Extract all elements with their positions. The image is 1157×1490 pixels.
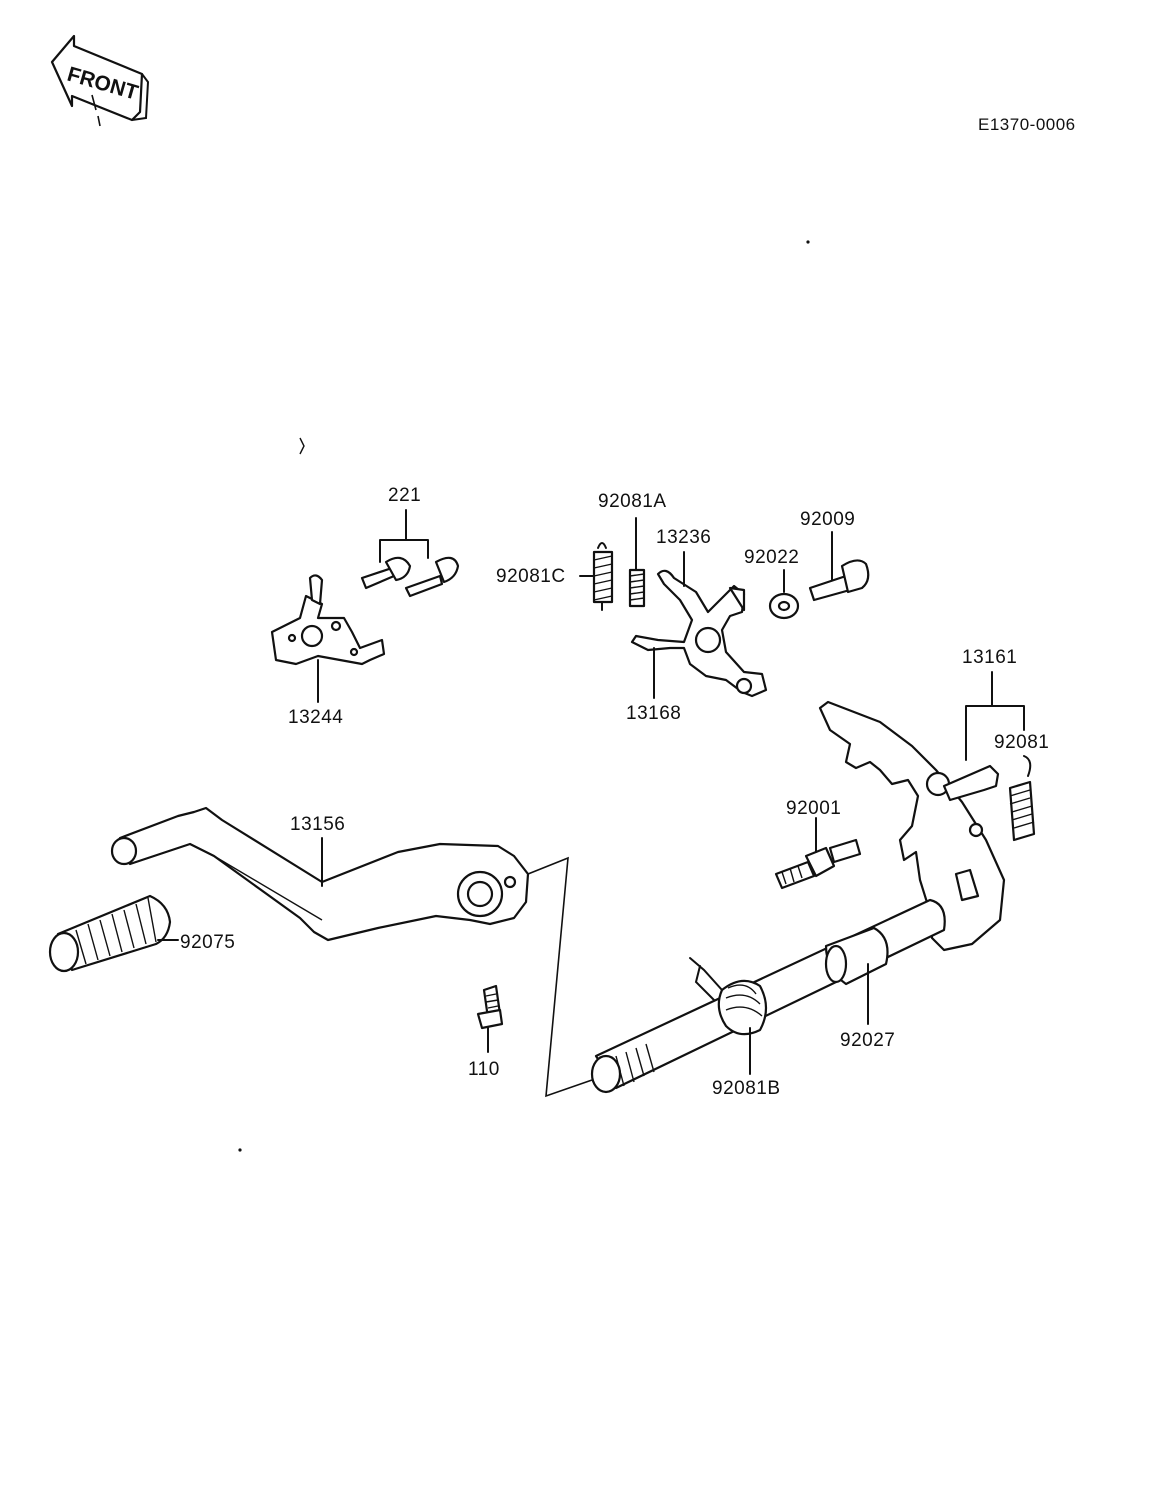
part-label-92081: 92081 (994, 732, 1050, 753)
front-arrow-icon: FRONT (50, 34, 150, 127)
screw-221-icon (360, 556, 460, 598)
part-label-92022: 92022 (744, 547, 800, 568)
bracket-13244-icon (270, 574, 386, 666)
washer-92022-icon (768, 592, 800, 620)
leader-13161 (965, 671, 1025, 761)
part-label-92009: 92009 (800, 509, 856, 530)
scan-dot (238, 1148, 242, 1152)
shift-pedal-13156-icon (110, 806, 530, 942)
part-label-13156: 13156 (290, 814, 346, 835)
alignment-line (527, 856, 593, 1098)
spring-92081C-icon (592, 542, 614, 611)
part-label-92001: 92001 (786, 798, 842, 819)
bolt-110-icon (476, 984, 504, 1030)
leader-221 (379, 509, 429, 563)
shift-plate-13161-icon (818, 700, 1006, 952)
spring-92081A-icon (628, 517, 646, 608)
part-label-221: 221 (388, 485, 422, 506)
shift-arm-13236-icon (630, 569, 768, 698)
part-label-13236: 13236 (656, 527, 712, 548)
part-label-13168: 13168 (626, 703, 682, 724)
part-label-13244: 13244 (288, 707, 344, 728)
diagram-code: E1370-0006 (978, 115, 1076, 134)
shift-shaft-icon (590, 898, 946, 1094)
scan-dot (806, 240, 810, 244)
part-label-92081B: 92081B (712, 1078, 781, 1099)
grip-92075-icon (48, 894, 172, 973)
part-label-92027: 92027 (840, 1030, 896, 1051)
part-label-92075: 92075 (180, 932, 236, 953)
spring-92081B-icon (689, 957, 768, 1036)
part-label-110: 110 (468, 1059, 500, 1080)
bolt-92009-icon (808, 559, 870, 602)
stud-bolt-92001-icon (774, 838, 862, 890)
part-label-92081C: 92081C (496, 566, 566, 587)
scan-mark (299, 437, 305, 455)
part-label-92081A: 92081A (598, 491, 667, 512)
spring-92081-icon (1008, 755, 1036, 842)
part-label-13161: 13161 (962, 647, 1018, 668)
